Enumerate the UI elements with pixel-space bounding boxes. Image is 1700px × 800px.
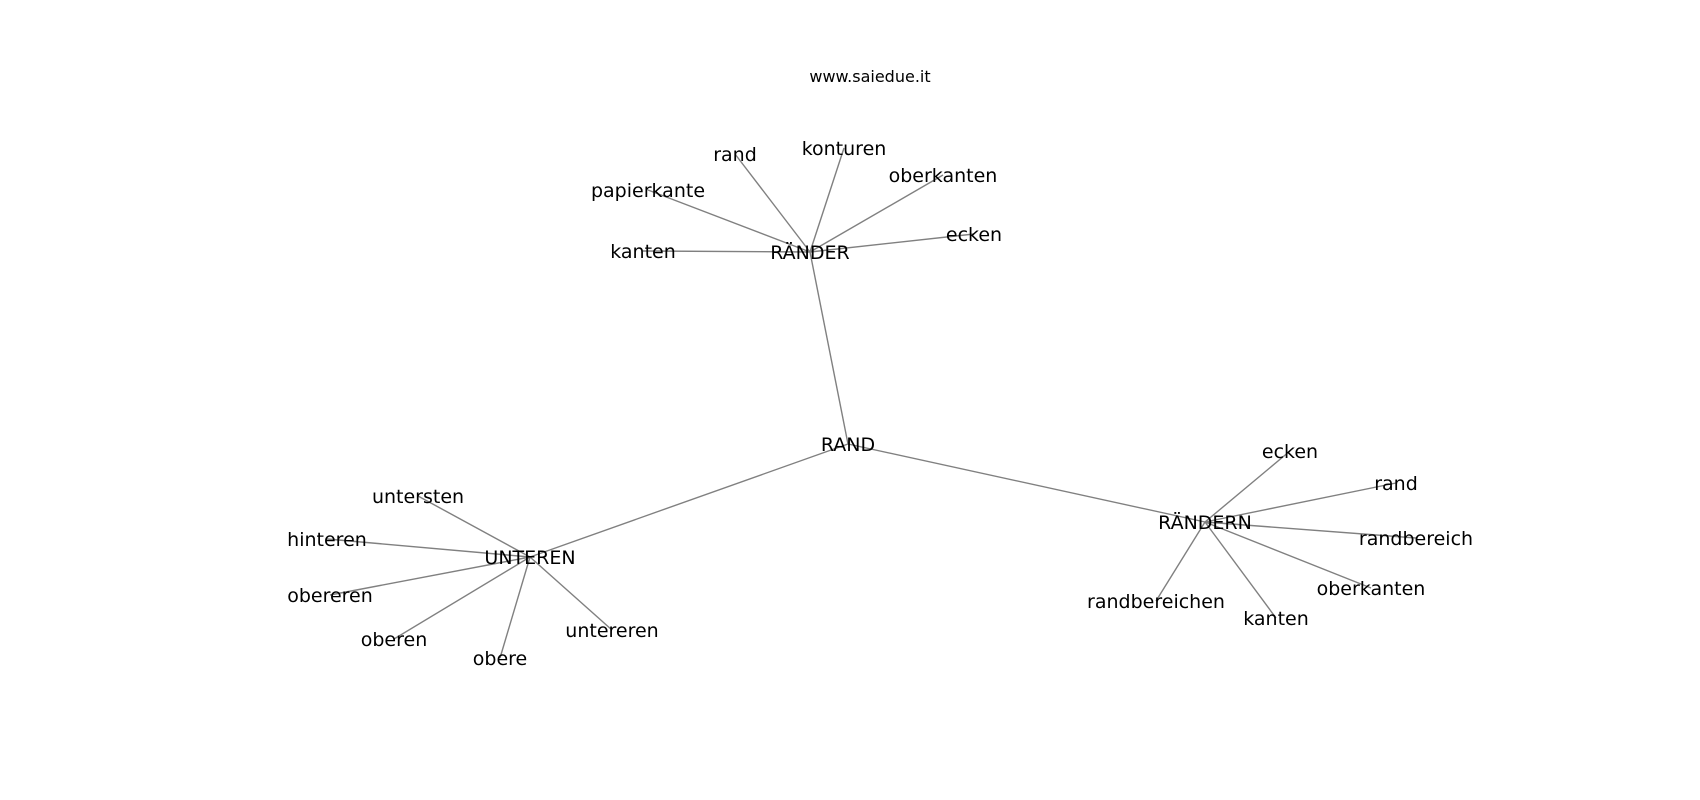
node-label-n_oberkanten: oberkanten bbox=[1317, 578, 1426, 600]
edge-UNTEREN-u_untereren bbox=[529, 556, 613, 631]
node-label-n_randbereichen: randbereichen bbox=[1087, 591, 1225, 613]
edge-UNTEREN-u_hinteren bbox=[326, 538, 531, 558]
edge-RAENDER-r_rand bbox=[734, 153, 811, 253]
edge-RAENDERN-n_ecken bbox=[1204, 450, 1291, 523]
edge-UNTEREN-u_untersten bbox=[417, 495, 531, 558]
node-label-u_obereren: obereren bbox=[287, 585, 373, 607]
edge-RAND-RAENDER bbox=[809, 251, 849, 445]
edge-UNTEREN-u_oberen bbox=[393, 556, 531, 640]
node-label-u_oberen: oberen bbox=[361, 629, 428, 651]
node-label-r_konturen: konturen bbox=[802, 138, 887, 160]
node-label-u_obere: obere bbox=[473, 648, 527, 670]
node-label-r_papierkante: papierkante bbox=[591, 180, 705, 202]
node-label-raender: RÄNDER bbox=[770, 241, 849, 264]
edge-RAENDERN-n_oberkanten bbox=[1204, 521, 1372, 589]
node-label-n_ecken: ecken bbox=[1262, 441, 1318, 463]
edge-RAENDERN-n_randbereich bbox=[1204, 521, 1417, 539]
edge-RAENDER-r_oberkanten bbox=[809, 174, 944, 253]
node-label-r_rand: rand bbox=[713, 144, 757, 166]
node-label-r_oberkanten: oberkanten bbox=[889, 165, 998, 187]
edge-RAENDERN-n_rand bbox=[1204, 482, 1397, 523]
edge-RAND-UNTEREN bbox=[529, 443, 849, 558]
edge-UNTEREN-u_obereren bbox=[329, 556, 531, 596]
node-label-r_ecken: ecken bbox=[946, 224, 1002, 246]
edge-RAENDER-r_papierkante bbox=[647, 189, 811, 253]
node-label-n_kanten: kanten bbox=[1243, 608, 1309, 630]
edge-RAENDER-r_konturen bbox=[809, 147, 845, 253]
site-url-label: www.saiedue.it bbox=[809, 67, 930, 86]
edge-RAENDER-r_kanten bbox=[642, 250, 811, 253]
edges-layer bbox=[326, 147, 1417, 659]
edge-RAND-RAENDERN bbox=[847, 443, 1206, 523]
edge-RAENDERN-n_randbereichen bbox=[1155, 521, 1206, 602]
node-label-u_hinteren: hinteren bbox=[287, 529, 367, 551]
node-label-rand: RAND bbox=[821, 434, 875, 456]
node-label-n_randbereich: randbereich bbox=[1359, 528, 1473, 550]
node-label-raendern: RÄNDERN bbox=[1158, 511, 1252, 534]
node-label-unteren: UNTEREN bbox=[484, 547, 575, 569]
node-label-u_untersten: untersten bbox=[372, 486, 464, 508]
node-label-n_rand: rand bbox=[1374, 473, 1418, 495]
node-label-r_kanten: kanten bbox=[610, 241, 676, 263]
edge-UNTEREN-u_obere bbox=[499, 556, 531, 659]
edge-RAENDER-r_ecken bbox=[809, 233, 975, 253]
node-label-u_untereren: untereren bbox=[565, 620, 658, 642]
edge-RAENDERN-n_kanten bbox=[1204, 521, 1277, 619]
